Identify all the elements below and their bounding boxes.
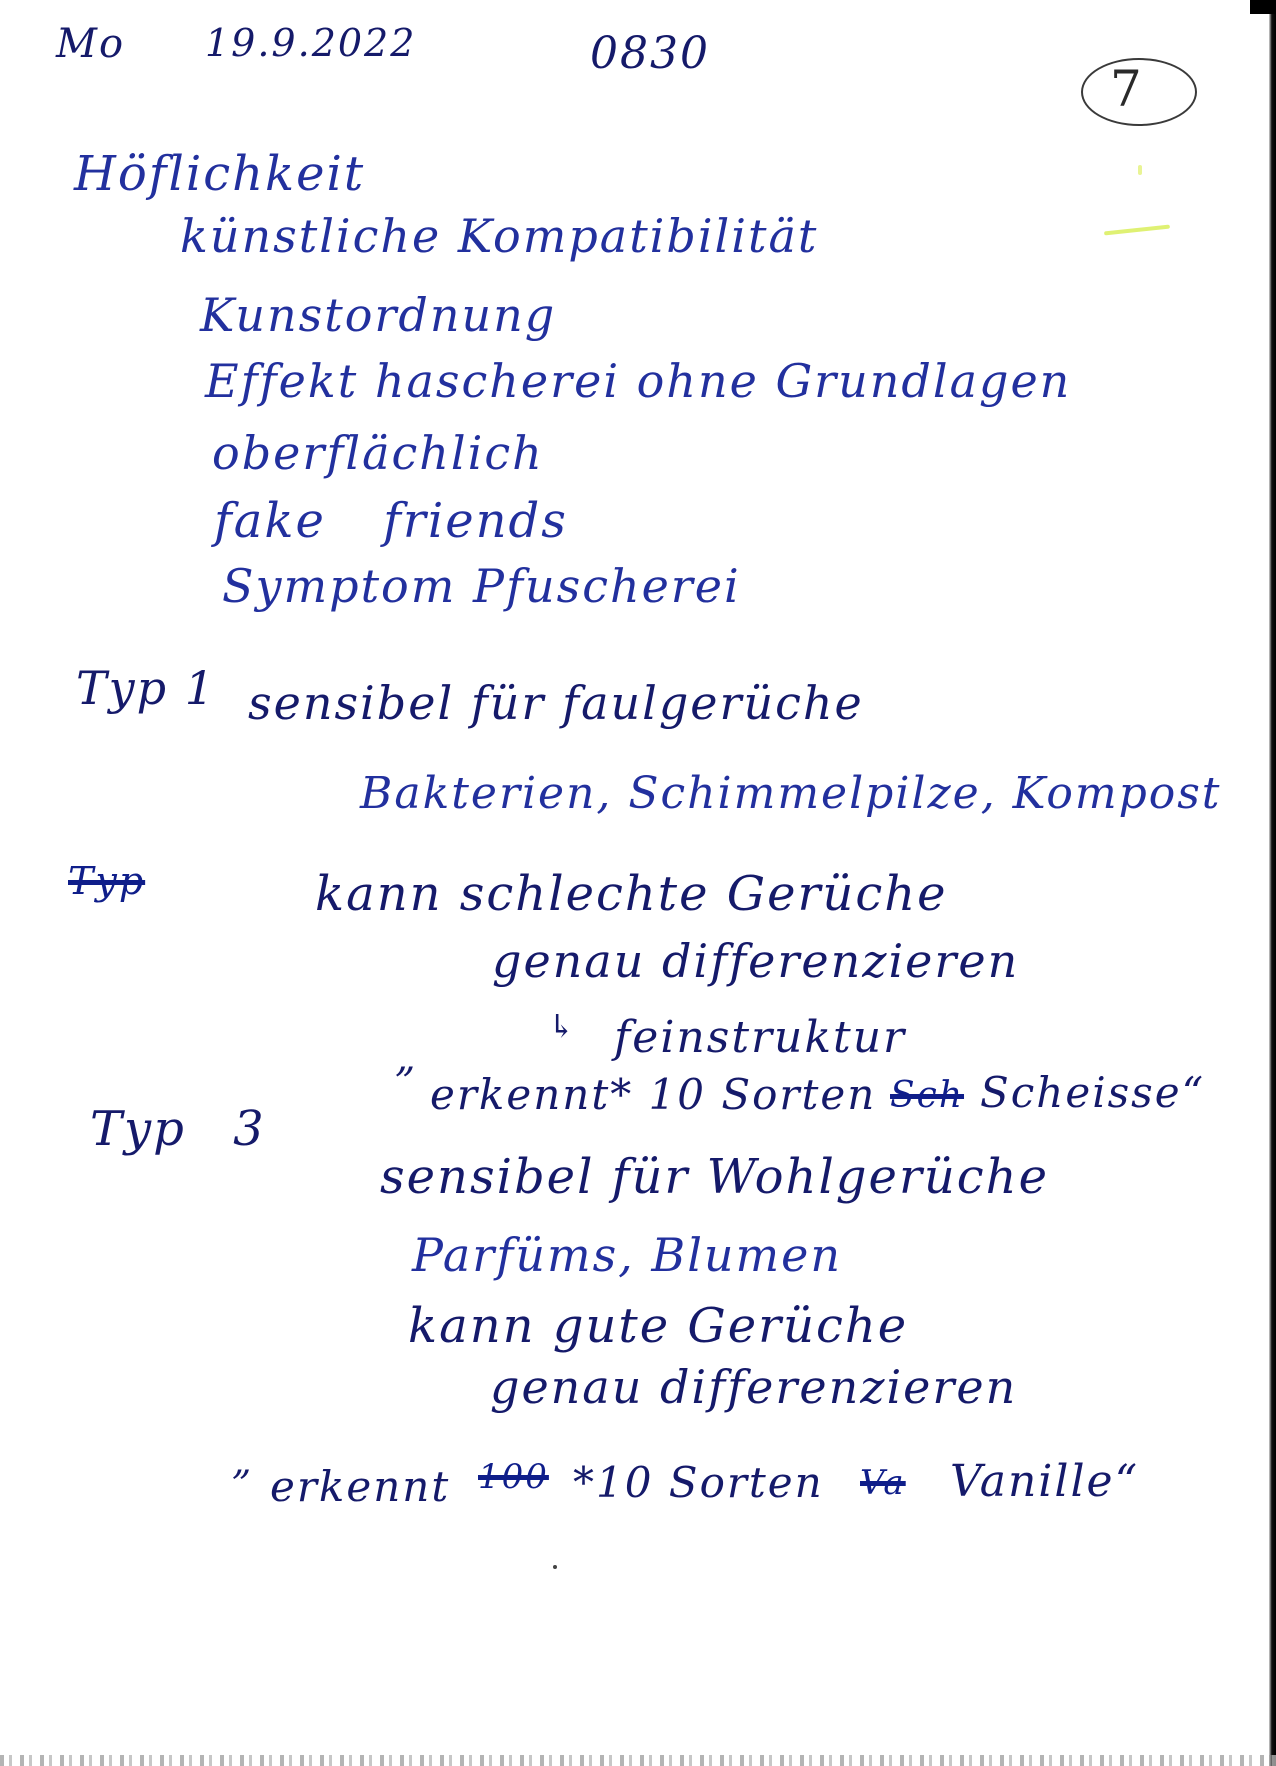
scan-edge-corner [1250,0,1276,14]
highlighter-mark [1103,224,1171,236]
scan-edge-right [1269,0,1276,1766]
type2-line: erkennt* 10 Sorten [430,1070,877,1119]
type2-label-struck: Typ [68,859,146,903]
type2-line: feinstruktur [614,1012,907,1063]
scan-edge-bottom [0,1755,1276,1766]
type2-struck: Sch [890,1075,965,1116]
notes-item: Effekt hascherei ohne Grundlagen [205,354,1072,408]
type3-line: Parfüms, Blumen [412,1228,843,1282]
header-time: 0830 [590,28,710,79]
header-day: Mo [56,21,126,67]
type2-line: kann schlechte Gerüche [315,866,948,922]
type3-struck: 100 [478,1457,549,1497]
notes-item: oberflächlich [212,426,544,480]
page-number: 7 [1110,60,1142,118]
type3-line: erkennt [270,1462,451,1511]
highlighter-dot [1138,165,1142,175]
notes-item: künstliche Kompatibilität [180,209,819,263]
type3-line: Vanille“ [950,1456,1140,1507]
type3-label: Typ 3 [90,1101,266,1157]
notes-item: fake friends [214,493,568,549]
type1-line: Bakterien, Schimmelpilze, Kompost [360,768,1222,819]
type3-line: kann gute Gerüche [408,1298,909,1354]
type2-line: Scheisse“ [980,1068,1206,1117]
notes-item: Kunstordnung [200,288,557,342]
stray-ink-dot [553,1565,557,1569]
page-number-circle [1081,58,1197,126]
type1-line: sensibel für faulgerüche [248,676,864,730]
type3-line: *10 Sorten [573,1458,824,1507]
notes-heading: Höflichkeit [74,146,366,202]
header-date: 19.9.2022 [205,21,417,65]
type3-quote-open: „ [232,1439,254,1483]
type3-line: sensibel für Wohlgerüche [380,1149,1049,1205]
type3-line: genau differenzieren [490,1360,1018,1414]
type2-arrow: ↳ [548,1007,577,1045]
notes-item: Symptom Pfuscherei [222,559,741,613]
type1-label: Typ 1 [76,661,217,715]
type3-struck: Va [860,1463,906,1503]
type2-quote-open: „ [395,1035,418,1081]
type2-line: genau differenzieren [492,934,1020,988]
